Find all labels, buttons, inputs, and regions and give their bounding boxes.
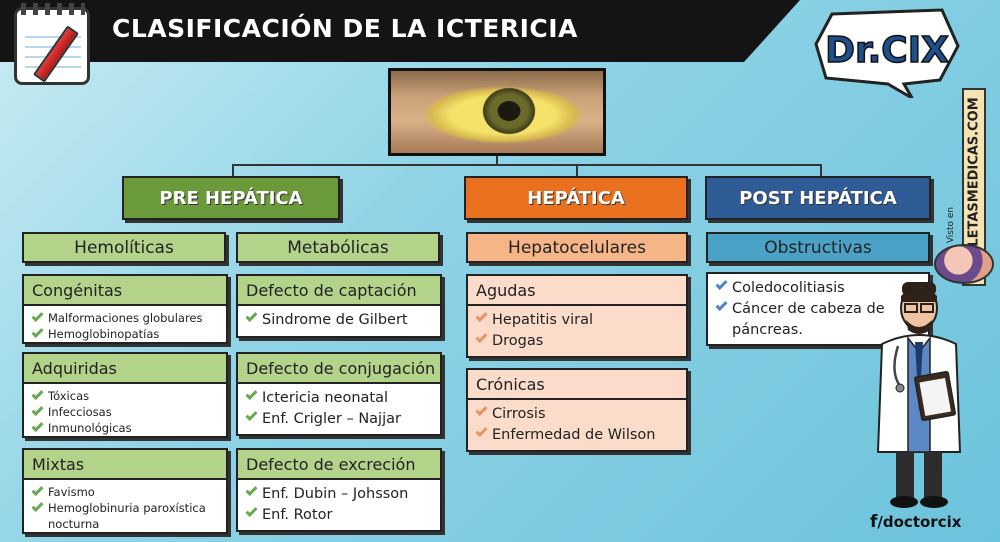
- list-item: Coledocolitiasis: [715, 277, 922, 299]
- check-icon: [31, 419, 44, 433]
- connector-hep: [576, 164, 578, 176]
- group-hepatocelulares: Hepatocelulares: [466, 232, 688, 263]
- list-item: Enf. Crigler – Najjar: [245, 408, 434, 430]
- category-post-hepatica: POST HEPÁTICA: [705, 176, 931, 220]
- card-title: Mixtas: [24, 450, 226, 480]
- card-defecto-conjugacion: Defecto de conjugación Ictericia neonata…: [236, 352, 442, 436]
- card-title: Congénitas: [24, 276, 226, 306]
- card-defecto-captacion: Defecto de captación Sindrome de Gilbert: [236, 274, 442, 338]
- connector-post: [820, 164, 822, 176]
- list-item: Enf. Rotor: [245, 504, 434, 526]
- group-hemoliticas: Hemolíticas: [22, 232, 226, 263]
- card-title: Defecto de conjugación: [238, 354, 440, 384]
- check-icon: [245, 504, 258, 518]
- check-icon: [475, 403, 488, 417]
- card-defecto-excrecion: Defecto de excreción Enf. Dubin – Johsso…: [236, 448, 442, 532]
- connector-eye-stem: [496, 156, 498, 165]
- card-agudas: Agudas Hepatitis viral Drogas: [466, 274, 688, 358]
- card-obstructivas: Coledocolitiasis Cáncer de cabeza de pán…: [706, 272, 930, 346]
- check-icon: [475, 309, 488, 323]
- list-item: Favismo: [31, 483, 220, 500]
- title-bar: [0, 0, 800, 62]
- check-icon: [475, 424, 488, 438]
- dr-cix-logo: Dr.CIX: [814, 8, 960, 98]
- list-item: Hemoglobinopatías: [31, 325, 220, 342]
- check-icon: [475, 330, 488, 344]
- list-item: Hepatitis viral: [475, 309, 680, 331]
- category-post-label: POST HEPÁTICA: [739, 187, 897, 209]
- card-title: Defecto de excreción: [238, 450, 440, 480]
- connector-pre: [232, 164, 234, 176]
- list-item: Ictericia neonatal: [245, 387, 434, 409]
- category-pre-label: PRE HEPÁTICA: [159, 187, 303, 209]
- card-title: Adquiridas: [24, 354, 226, 384]
- list-item: Infecciosas: [31, 403, 220, 420]
- visto-en-label: Visto en: [946, 206, 957, 244]
- group-hemoliticas-label: Hemolíticas: [74, 237, 174, 258]
- category-hep-label: HEPÁTICA: [527, 187, 625, 209]
- card-congenitas: Congénitas Malformaciones globulares Hem…: [22, 274, 228, 344]
- check-icon: [31, 403, 44, 417]
- card-title: Defecto de captación: [238, 276, 440, 306]
- jaundiced-eye-photo: [388, 68, 606, 156]
- group-hepatocelulares-label: Hepatocelulares: [508, 237, 646, 258]
- group-metabolicas: Metabólicas: [236, 232, 440, 263]
- check-icon: [245, 483, 258, 497]
- brain-badge-icon: [934, 244, 994, 284]
- check-icon: [245, 309, 258, 323]
- group-metabolicas-label: Metabólicas: [287, 237, 389, 258]
- notepad-pencil-icon: [14, 3, 90, 85]
- check-icon: [31, 483, 44, 497]
- check-icon: [715, 298, 728, 312]
- logo-text: Dr.CIX: [825, 30, 949, 71]
- list-item: Malformaciones globulares: [31, 309, 220, 326]
- list-item: Inmunológicas: [31, 419, 220, 436]
- list-item: Cáncer de cabeza de páncreas.: [715, 298, 922, 341]
- list-item: Hemoglobinuria paroxística nocturna: [31, 499, 220, 532]
- category-hepatica: HEPÁTICA: [464, 176, 688, 220]
- list-item: Enfermedad de Wilson: [475, 424, 680, 446]
- group-obstructivas-label: Obstructivas: [764, 237, 872, 258]
- list-item: Drogas: [475, 330, 680, 352]
- list-item: Tóxicas: [31, 387, 220, 404]
- doctor-illustration: [876, 282, 962, 508]
- card-adquiridas: Adquiridas Tóxicas Infecciosas Inmunológ…: [22, 352, 228, 438]
- facebook-icon: f: [870, 512, 878, 532]
- list-item: Sindrome de Gilbert: [245, 309, 434, 331]
- check-icon: [31, 387, 44, 401]
- check-icon: [31, 309, 44, 323]
- check-icon: [245, 408, 258, 422]
- card-mixtas: Mixtas Favismo Hemoglobinuria paroxístic…: [22, 448, 228, 534]
- check-icon: [31, 325, 44, 339]
- card-title: Agudas: [468, 276, 686, 306]
- check-icon: [715, 277, 728, 291]
- check-icon: [245, 387, 258, 401]
- check-icon: [31, 499, 44, 513]
- group-obstructivas: Obstructivas: [706, 232, 930, 263]
- card-cronicas: Crónicas Cirrosis Enfermedad de Wilson: [466, 368, 688, 452]
- facebook-handle: f/doctorcix: [870, 512, 962, 532]
- card-title: Crónicas: [468, 370, 686, 400]
- list-item: Enf. Dubin – Johsson: [245, 483, 434, 505]
- list-item: Cirrosis: [475, 403, 680, 425]
- category-pre-hepatica: PRE HEPÁTICA: [122, 176, 340, 220]
- page-title: CLASIFICACIÓN DE LA ICTERICIA: [112, 14, 578, 43]
- connector-horizontal: [232, 164, 820, 166]
